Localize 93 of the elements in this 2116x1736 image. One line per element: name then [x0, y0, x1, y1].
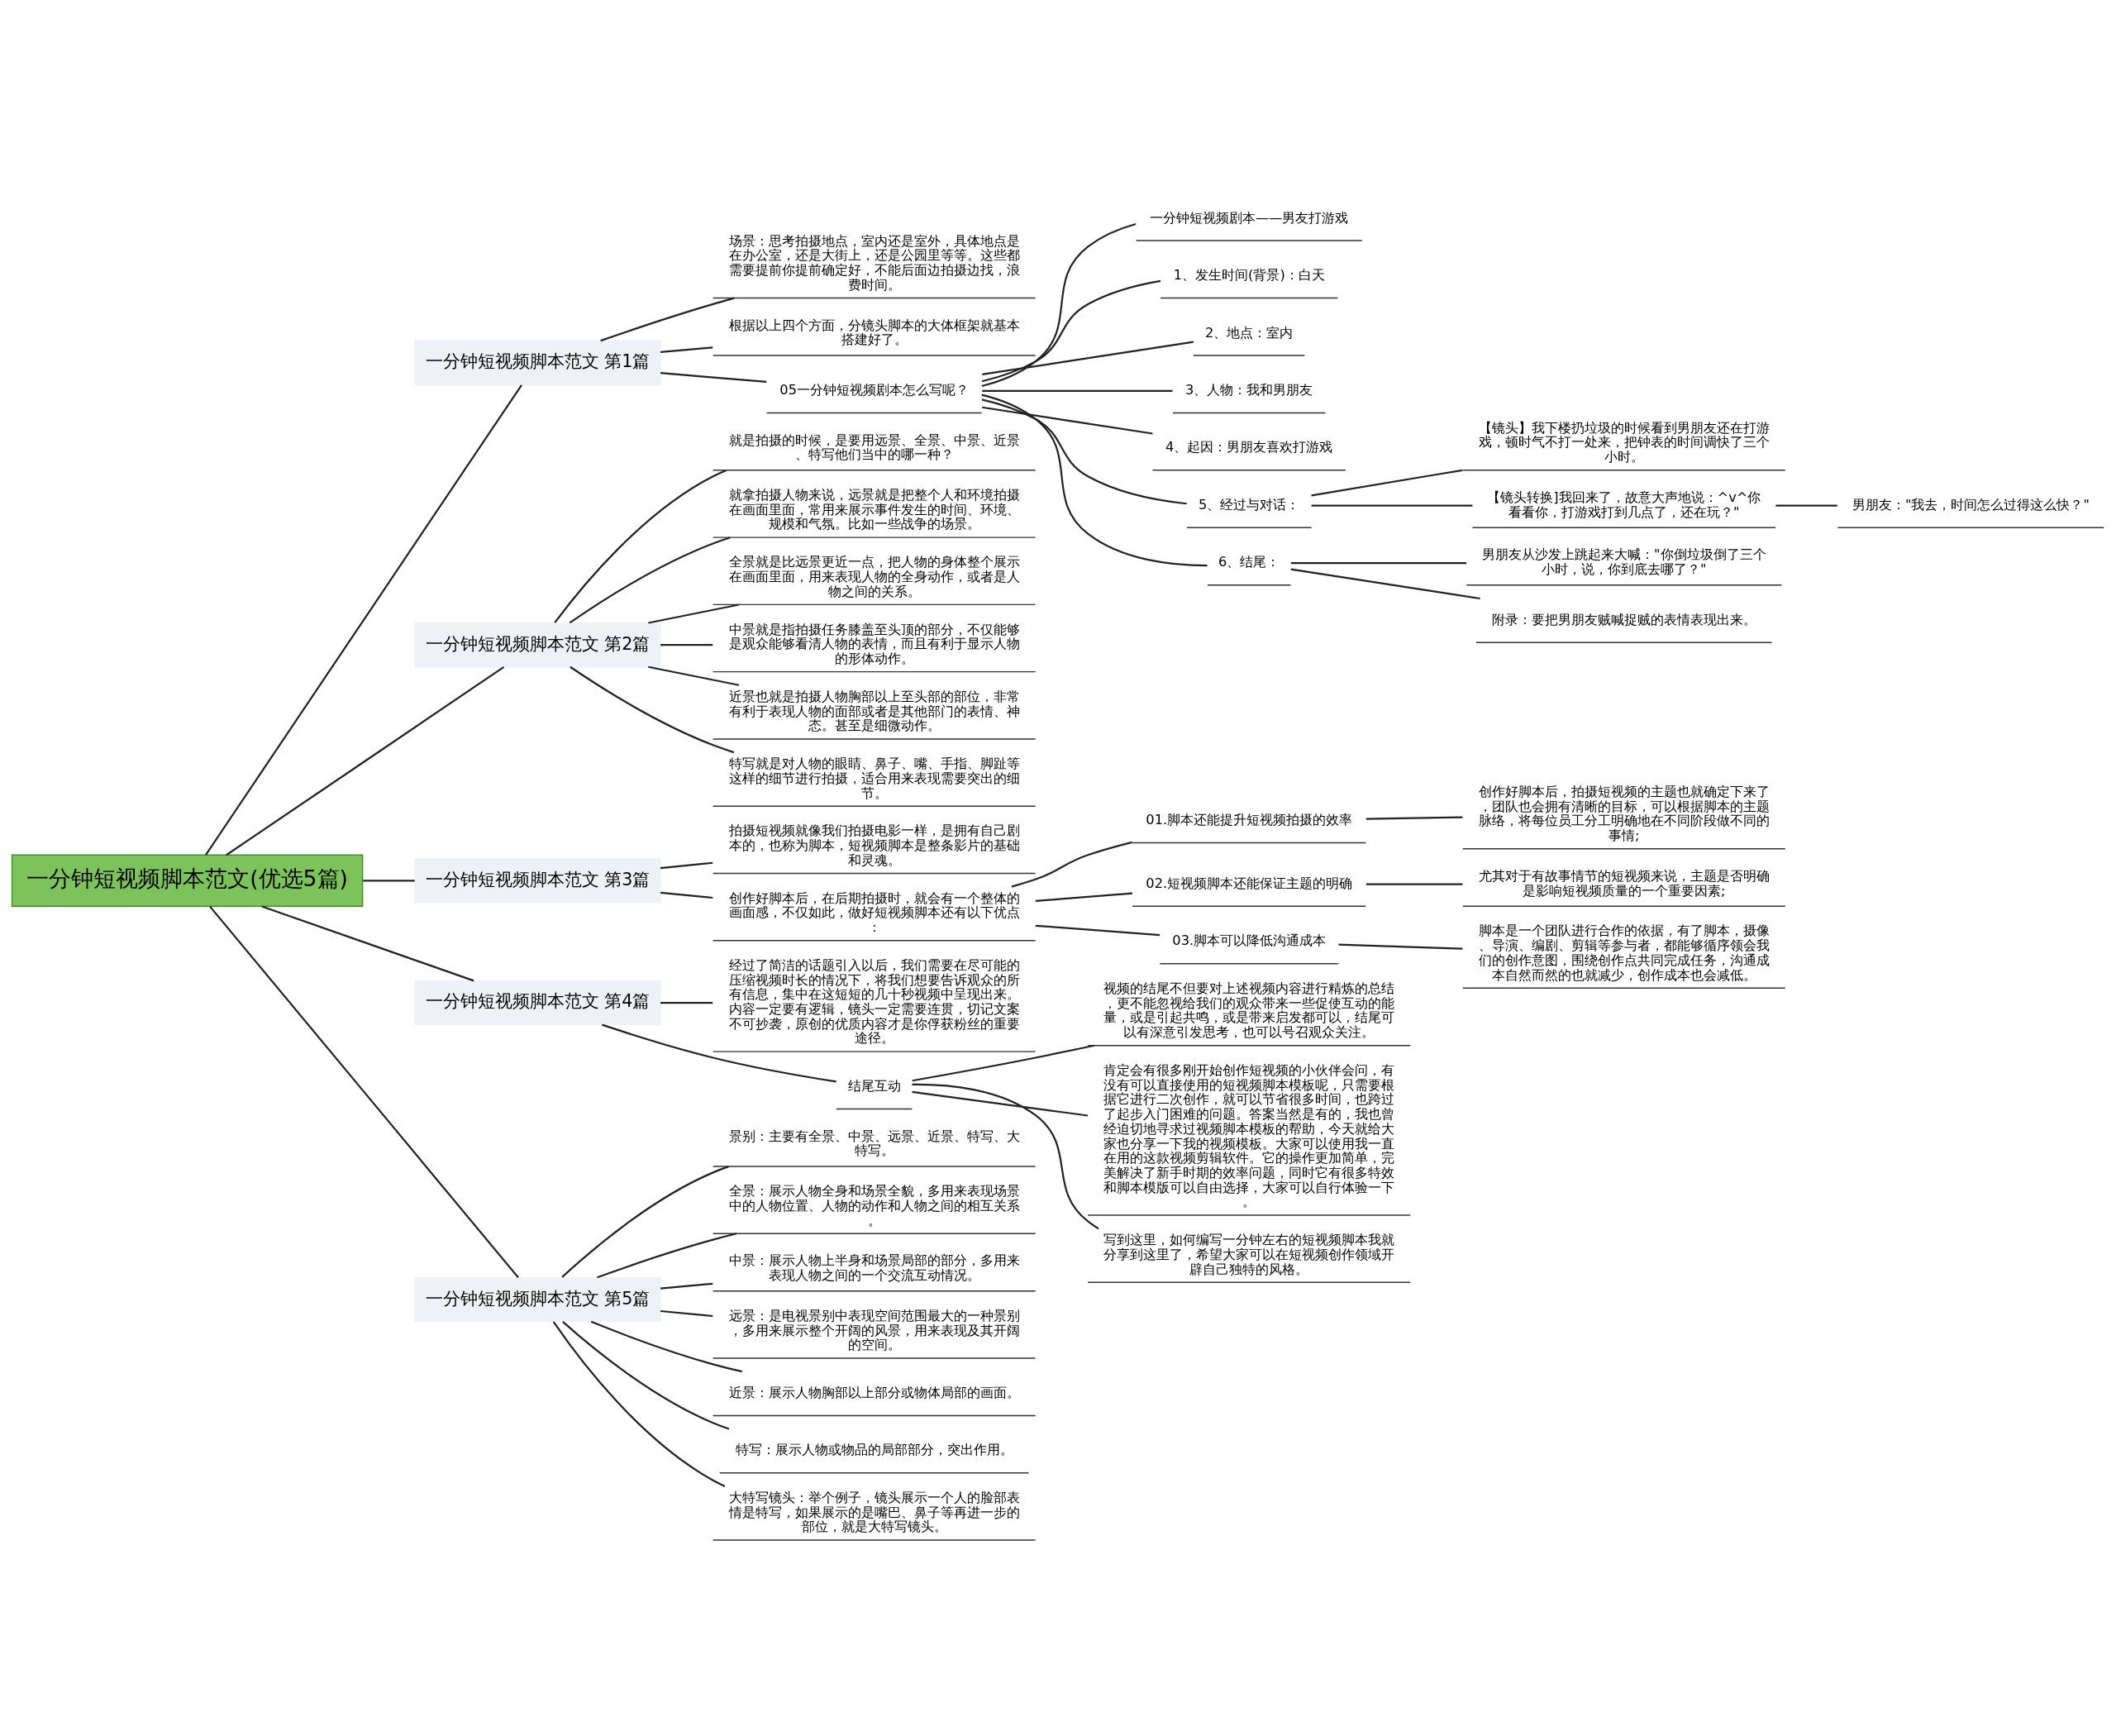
connector — [1290, 561, 1467, 564]
node-text: 【镜头转换]我回来了，故意大声地说：^v^你看看你，打游戏打到几点了，还在玩？" — [1487, 489, 1761, 520]
connector — [660, 1282, 713, 1290]
node-text: 场景：思考拍摄地点，室内还是室外，具体地点是在办公室，还是大街上，还是公园里等等。这些都需要提前你提前确定好，不能后面边拍摄边找，浪费时间。 — [728, 232, 1020, 293]
connector — [363, 879, 415, 881]
connector — [209, 905, 519, 1278]
node-text: 附录：要把男朋友贼喊捉贼的表情表现出来。 — [1491, 611, 1756, 627]
node-text: 男朋友从沙发上跳起来大喊："你倒垃圾倒了三个小时，说，你到底去哪了？" — [1482, 546, 1766, 577]
connector — [912, 1044, 1095, 1081]
node-text: 创作好脚本后，在后期拍摄时，就会有一个整体的画面感，不仅如此，做好短视频脚本还有以下优点： — [728, 889, 1020, 935]
node-box: 一分钟短视频脚本范文 第4篇 — [414, 980, 661, 1025]
connector — [561, 1165, 729, 1278]
node-text: 就拿拍摄人物来说，远景就是把整个人和环境拍摄在画面里面，常用来展示事件发生的时间、环境、规模和气氛。比如一些战争的场景。 — [728, 486, 1020, 532]
connector — [554, 469, 727, 623]
node-text: 创作好脚本后，拍摄短视频的主题也就确定下来了，团队也会拥有清晰的目标，可以根据脚本的主题脉络，将每位员工分工明确地在不同阶段做不同的事情; — [1478, 783, 1770, 843]
connector — [261, 904, 474, 981]
node-text: 6、结尾： — [1218, 553, 1280, 570]
connector — [912, 1083, 1099, 1229]
connector — [981, 393, 1208, 566]
node-text: 中景就是指拍摄任务膝盖至头顶的部分，不仅能够是观众能够看清人物的表情，而且有利于显示人物的形体动作。 — [728, 621, 1020, 666]
node-text: 一分钟短视频剧本——男友打游戏 — [1149, 209, 1349, 226]
node-text: 大特写镜头：举个例子，镜头展示一个人的脸部表情是特写，如果展示的是嘴巴、鼻子等再进一步的部位，就是大特写镜头。 — [728, 1489, 1020, 1534]
connector — [982, 340, 1194, 375]
node-box: 一分钟短视频脚本范文(优选5篇) — [11, 854, 364, 907]
connector — [602, 1023, 836, 1082]
connector — [1290, 568, 1480, 599]
node-text: 根据以上四个方面，分镜头脚本的大体框架就基本搭建好了。 — [728, 317, 1020, 347]
connector — [660, 371, 767, 383]
connector — [912, 1090, 1089, 1117]
node-text: 就是拍摄的时候，是要用远景、全景、中景、近景、特写他们当中的哪一种？ — [728, 432, 1020, 462]
node-text: 01.脚本还能提升短视频拍摄的效率 — [1146, 811, 1353, 827]
node-box: 一分钟短视频脚本范文 第3篇 — [414, 857, 661, 904]
connector — [982, 406, 1153, 435]
connector — [648, 603, 740, 624]
node-box: 一分钟短视频脚本范文 第1篇 — [414, 340, 661, 385]
node-text: 结尾互动 — [847, 1077, 901, 1094]
connector — [660, 1001, 713, 1004]
connector — [552, 1320, 726, 1487]
connector — [660, 643, 713, 646]
connector — [1365, 883, 1463, 885]
connector — [1775, 504, 1837, 507]
connector — [1365, 816, 1463, 820]
node-box: 一分钟短视频脚本范文 第5篇 — [414, 1276, 661, 1322]
node-text: 中景：展示人物上半身和场景局部的部分，多用来表现人物之间的一个交流互动情况。 — [728, 1252, 1020, 1283]
node-text: 远景：是电视景别中表现空间范围最大的一种景别，多用来展示整个开阔的风景，用来表现及其开阔的空间。 — [728, 1307, 1020, 1352]
node-text: 拍摄短视频就像我们拍摄电影一样，是拥有自己剧本的，也称为脚本，短视频脚本是整条影片的基础和灵魂。 — [728, 822, 1020, 868]
connector — [660, 1309, 713, 1317]
node-text: 特写：展示人物或物品的局部部分，突出作用。 — [735, 1441, 1013, 1457]
connector — [648, 665, 740, 686]
node-text: 2、地点：室内 — [1205, 324, 1294, 341]
node-text: 全景就是比远景更近一点，把人物的身体整个展示在画面里面，用来表现人物的全身动作，或者是人物之间的关系。 — [728, 553, 1020, 599]
node-text: 经过了简洁的话题引入以后，我们需要在尽可能的压缩视频时长的情况下，将我们想要告诉观众的所有信息，集中在这短短的几十秒视频中呈现出来。内容一定要有逻辑，镜头一定需要连贯，切记文案不可抄袭，原创的优质内容才是你俘获粉丝的重要途径。 — [728, 956, 1020, 1046]
connector — [982, 389, 1173, 392]
node-box: 一分钟短视频脚本范文 第2篇 — [414, 622, 661, 667]
node-text: 特写就是对人物的眼睛、鼻子、嘴、手指、脚趾等这样的细节进行拍摄，适合用来表现需要突出的细节。 — [728, 755, 1020, 801]
node-text: 3、人物：我和男朋友 — [1185, 381, 1313, 398]
connector — [1035, 892, 1132, 902]
node-text: 03.脚本可以降低沟通成本 — [1172, 932, 1327, 948]
connector — [570, 665, 735, 753]
connector — [660, 891, 713, 899]
connector — [569, 536, 731, 623]
node-text: 脚本是一个团队进行合作的依据，有了脚本，摄像、导演、编剧、剪辑等参与者，都能够循序领会我们的创作意图，围绕创作点共同完成任务，沟通成本自然而然的也就减少，创作成本也会减低。 — [1478, 922, 1770, 983]
connector — [1035, 924, 1160, 936]
node-text: 近景也就是拍摄人物胸部以上至头部的部位，非常有利于表现人物的面部或者是其他部门的表情、神态。甚至是细微动作。 — [728, 688, 1020, 733]
connector — [981, 279, 1161, 382]
connector — [981, 222, 1137, 387]
node-text: 近景：展示人物胸部以上部分或物体局部的画面。 — [728, 1384, 1020, 1400]
node-text: 景别：主要有全景、中景、远景、近景、特写、大特写。 — [728, 1128, 1020, 1158]
connector — [205, 384, 522, 856]
node-text: 05一分钟短视频剧本怎么写呢？ — [779, 381, 969, 398]
node-text: 男朋友："我去，时间怎么过得这么快？" — [1852, 496, 2090, 513]
node-text: 写到这里，如何编写一分钟左右的短视频脚本我就分享到这里了，希望大家可以在短视频创作领域开辟自己独特的风格。 — [1103, 1231, 1395, 1277]
connector — [1338, 943, 1463, 950]
node-text: 1、发生时间(背景)：白天 — [1173, 266, 1325, 283]
connector — [1311, 504, 1473, 507]
connector — [1011, 841, 1132, 888]
connector — [1311, 469, 1463, 496]
node-text: 5、经过与对话： — [1199, 496, 1300, 513]
connector — [600, 297, 735, 341]
node-text: 4、起因：男朋友喜欢打游戏 — [1165, 438, 1333, 455]
node-text: 尤其对于有故事情节的短视频来说，主题是否明确是影响短视频质量的一个重要因素; — [1478, 867, 1770, 899]
node-text: 02.短视频脚本还能保证主题的明确 — [1146, 875, 1353, 891]
connector — [660, 861, 713, 869]
connector — [226, 665, 505, 856]
node-text: 肯定会有很多刚开始创作短视频的小伙伴会问，有没有可以直接使用的短视频脚本模板呢，只需要根据它进行二次创作，就可以节省很多时间，也跨过了起步入门困难的问题。答案当然是有的，我也曾经迫切地寻求过视频脚本模板的帮助，今天就给大家也分享一下我的视频模板。大家可以使用我一直在用的这款视频剪辑软件。它的操作更加简单，完美解决了新手时期的效率问题，同时它有很多特效和脚本模版可以自由选择，大家可以自行体验一下。 — [1103, 1061, 1395, 1209]
connector — [597, 1232, 737, 1278]
connector — [660, 346, 713, 353]
connector — [562, 1320, 730, 1430]
connector — [590, 1320, 742, 1372]
node-text: 视频的结尾不但要对上述视频内容进行精炼的总结，更不能忽视给我们的观众带来一些促使互动的能量，或是引起共鸣，或是带来启发都可以，结尾可以有深意引发思考，也可以号召观众关注。 — [1103, 980, 1395, 1040]
node-text: 【镜头】我下楼扔垃圾的时候看到男朋友还在打游戏，顿时气不打一处来，把钟表的时间调快了三个小时。 — [1478, 419, 1770, 465]
node-text: 全景：展示人物全身和场景全貌，多用来表现场景中的人物位置、人物的动作和人物之间的相互关系。 — [728, 1182, 1020, 1228]
connector — [981, 398, 1187, 504]
